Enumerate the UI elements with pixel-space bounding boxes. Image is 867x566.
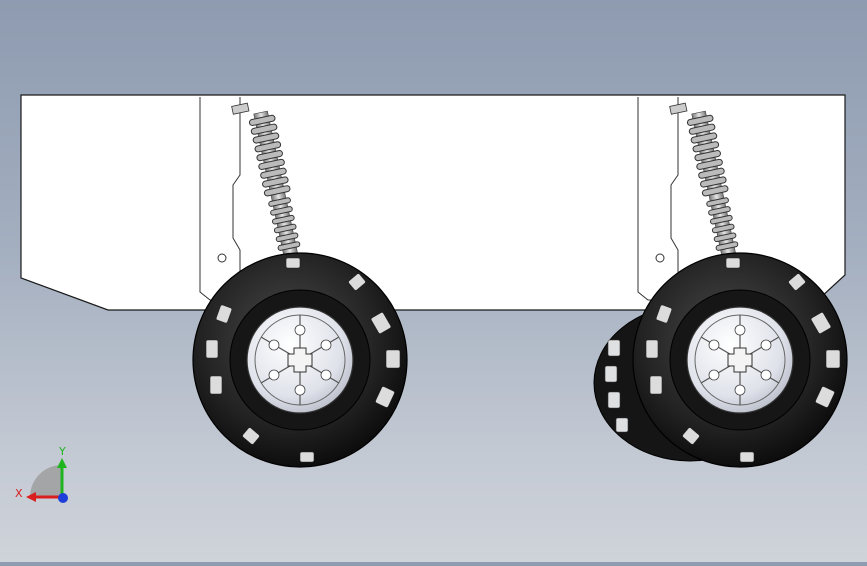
z-axis-dot — [58, 493, 68, 503]
triad-plane — [30, 465, 62, 497]
wheel-front-right[interactable] — [632, 252, 848, 468]
axle-cross-hub-left — [287, 347, 313, 373]
spring-coil-left — [248, 114, 301, 251]
tire-tread-left — [205, 257, 401, 463]
coordinate-triad: Y X — [15, 445, 68, 503]
x-axis-label: X — [15, 487, 23, 500]
shock-absorber-left[interactable] — [231, 98, 305, 265]
spring-coil-right — [686, 114, 739, 251]
bracket-hole — [217, 253, 227, 263]
axle-cross-hub-right — [727, 347, 753, 373]
shock-absorber-right[interactable] — [669, 98, 743, 265]
wheel-front-left[interactable] — [192, 252, 408, 468]
y-axis-label: Y — [58, 445, 66, 458]
bracket-hole — [655, 253, 665, 263]
tire-tread-right — [645, 257, 841, 463]
